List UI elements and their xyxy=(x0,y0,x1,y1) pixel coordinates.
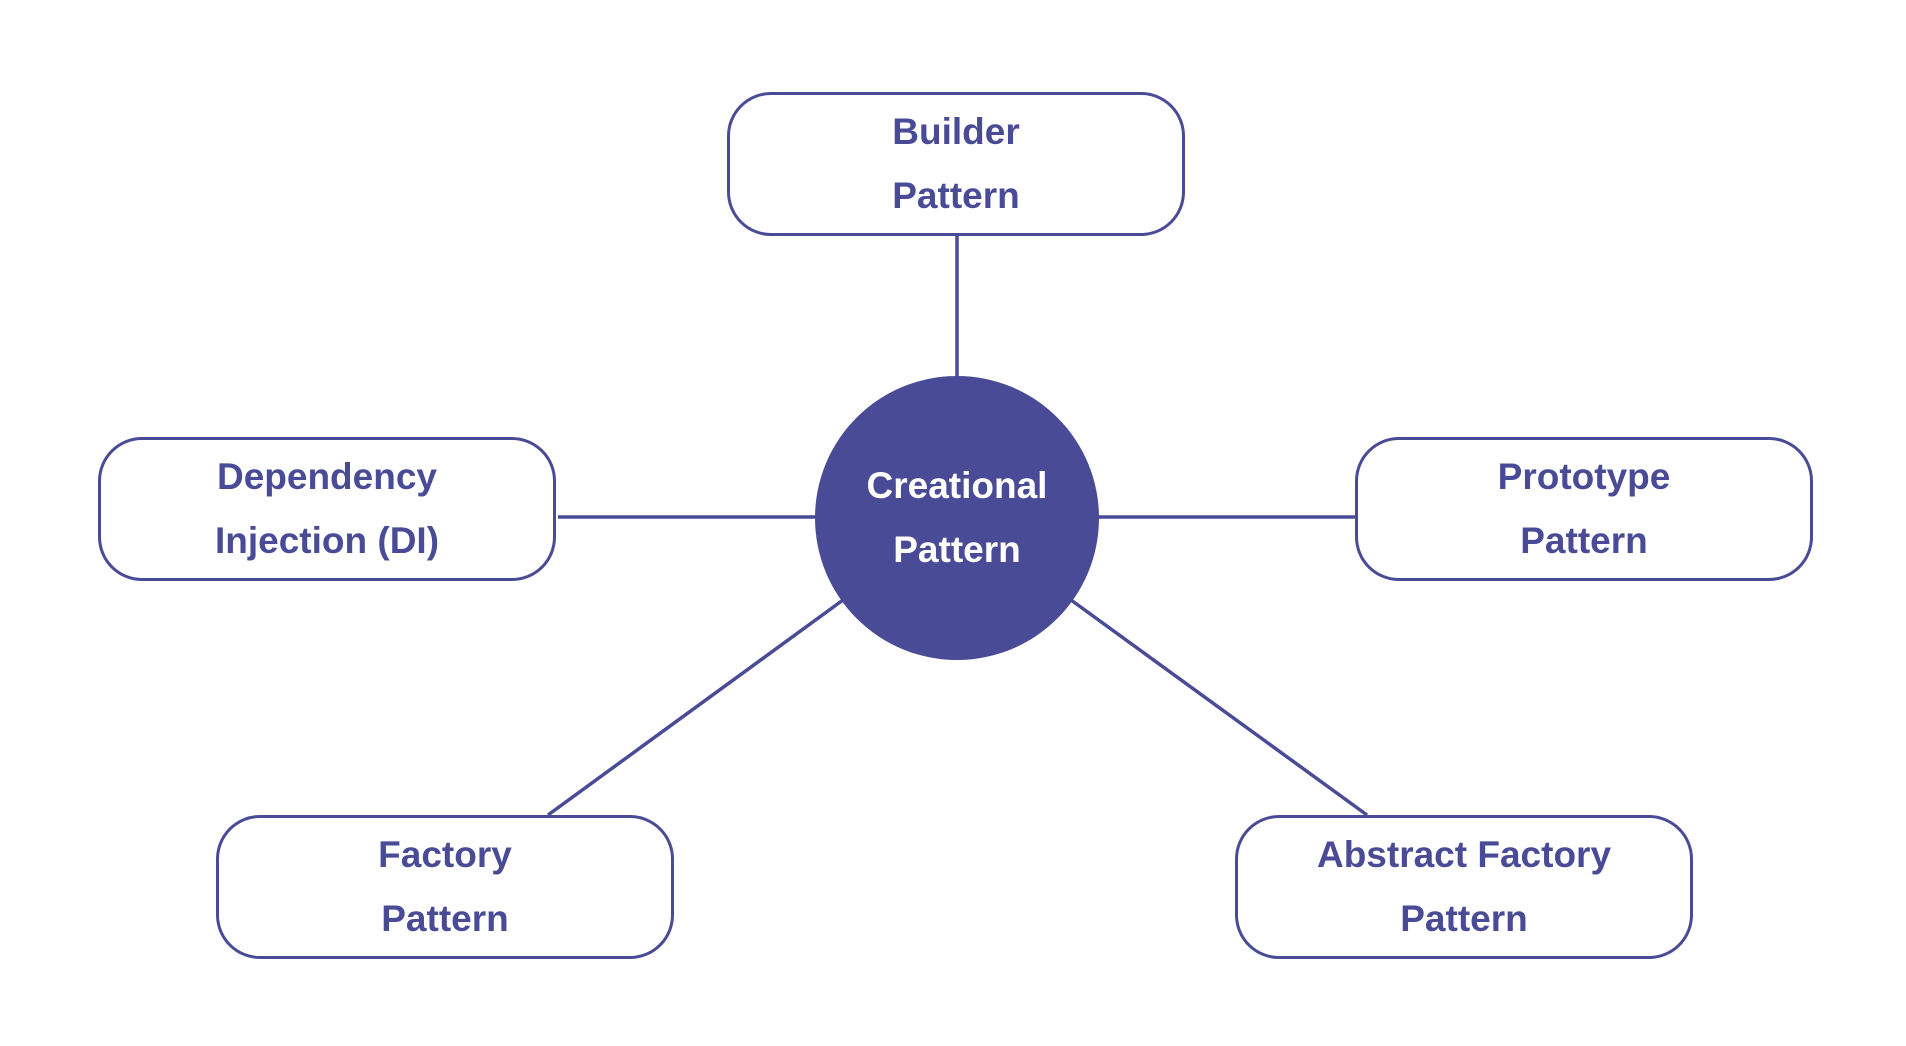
node-label-line-1: Factory xyxy=(378,834,512,875)
node-factory-pattern: Factory Pattern xyxy=(216,815,674,959)
center-label-line-2: Pattern xyxy=(893,529,1021,570)
node-label-line-2: Pattern xyxy=(1400,898,1528,939)
node-dependency-injection: Dependency Injection (DI) xyxy=(98,437,556,581)
node-label-line-2: Pattern xyxy=(892,175,1020,216)
center-node-creational-pattern: Creational Pattern xyxy=(815,376,1099,660)
center-label-line-1: Creational xyxy=(866,465,1048,506)
node-label-line-1: Abstract Factory xyxy=(1316,834,1612,875)
connector-factory xyxy=(546,598,845,817)
node-builder-pattern: Builder Pattern xyxy=(727,92,1185,236)
node-label-line-1: Dependency xyxy=(216,456,437,497)
node-abstract-factory-pattern: Abstract Factory Pattern xyxy=(1235,815,1693,959)
node-label-line-1: Builder xyxy=(892,111,1020,152)
node-label-line-1: Prototype xyxy=(1497,456,1671,497)
node-label-line-2: Pattern xyxy=(381,898,509,939)
connector-abstract-factory xyxy=(1069,598,1369,817)
node-label-line-2: Injection (DI) xyxy=(214,520,440,561)
node-label-line-2: Pattern xyxy=(1520,520,1648,561)
node-prototype-pattern: Prototype Pattern xyxy=(1355,437,1813,581)
